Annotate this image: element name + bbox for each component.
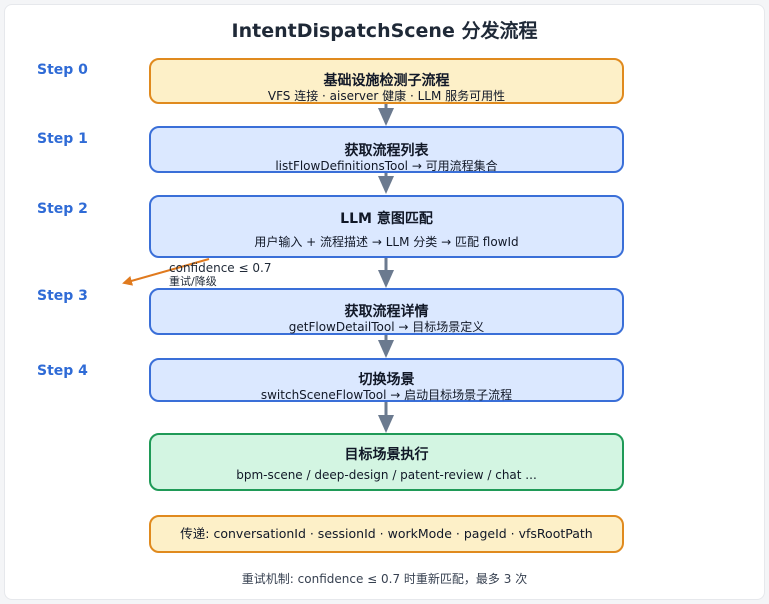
diagram-title: IntentDispatchScene 分发流程 xyxy=(231,20,538,42)
target-exec-title: 目标场景执行 xyxy=(344,447,429,463)
infra-check-box: 基础设施检测子流程 VFS 连接 · aiserver 健康 · LLM 服务可… xyxy=(149,58,624,104)
retry-note: confidence ≤ 0.7 重试/降级 xyxy=(169,261,272,289)
flow-list-box: 获取流程列表 listFlowDefinitionsTool → 可用流程集合 xyxy=(149,126,624,173)
step-0-label: Step 0 xyxy=(37,62,88,78)
context-pass-desc: 传递: conversationId · sessionId · workMod… xyxy=(180,526,593,541)
step-4-label: Step 4 xyxy=(37,363,88,379)
step-3-label: Step 3 xyxy=(37,288,88,304)
step-1-label: Step 1 xyxy=(37,131,88,147)
infra-check-title: 基础设施检测子流程 xyxy=(323,73,450,89)
target-exec-box: 目标场景执行 bpm-scene / deep-design / patent-… xyxy=(149,433,624,491)
intent-match-desc: 用户输入 + 流程描述 → LLM 分类 → 匹配 flowId xyxy=(254,235,519,249)
infra-check-desc: VFS 连接 · aiserver 健康 · LLM 服务可用性 xyxy=(267,89,506,103)
context-pass-box: 传递: conversationId · sessionId · workMod… xyxy=(149,515,624,553)
intent-match-box: LLM 意图匹配 用户输入 + 流程描述 → LLM 分类 → 匹配 flowI… xyxy=(149,195,624,258)
switch-scene-box: 切换场景 switchSceneFlowTool → 启动目标场景子流程 xyxy=(149,358,624,402)
retry-note-condition: confidence ≤ 0.7 xyxy=(169,261,272,275)
flow-list-title: 获取流程列表 xyxy=(344,143,429,159)
flow-detail-desc: getFlowDetailTool → 目标场景定义 xyxy=(288,320,485,334)
flow-list-desc: listFlowDefinitionsTool → 可用流程集合 xyxy=(275,159,498,173)
switch-scene-desc: switchSceneFlowTool → 启动目标场景子流程 xyxy=(260,388,513,402)
flow-detail-box: 获取流程详情 getFlowDetailTool → 目标场景定义 xyxy=(149,288,624,335)
step-2-label: Step 2 xyxy=(37,201,88,217)
target-exec-desc: bpm-scene / deep-design / patent-review … xyxy=(236,468,537,482)
switch-scene-title: 切换场景 xyxy=(358,372,415,388)
retry-mechanism-footer: 重试机制: confidence ≤ 0.7 时重新匹配，最多 3 次 xyxy=(241,572,528,586)
intent-match-title: LLM 意图匹配 xyxy=(340,211,433,227)
retry-note-action: 重试/降级 xyxy=(169,275,217,288)
flow-detail-title: 获取流程详情 xyxy=(344,304,429,320)
retry-arrow xyxy=(122,258,210,286)
